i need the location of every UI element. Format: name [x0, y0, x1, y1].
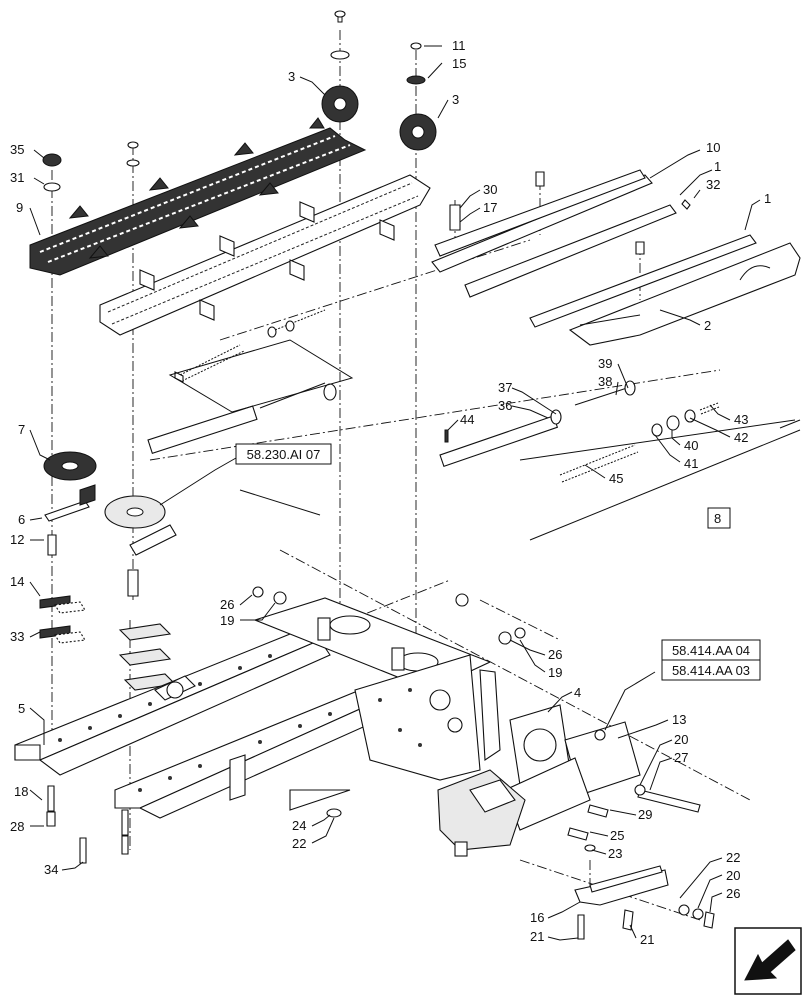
callout-2: 2	[704, 318, 711, 333]
callout-26: 26	[548, 647, 562, 662]
callout-21: 21	[640, 932, 654, 947]
callout-19: 19	[220, 613, 234, 628]
callout-26: 26	[220, 597, 234, 612]
leader-lines	[29, 45, 761, 941]
callout-39: 39	[598, 356, 612, 371]
callout-42: 42	[734, 430, 748, 445]
callout-22: 22	[726, 850, 740, 865]
callout-13: 13	[672, 712, 686, 727]
callout-14: 14	[10, 574, 24, 589]
assembly-box-8[interactable]	[707, 507, 731, 529]
callout-36: 36	[498, 398, 512, 413]
callout-34: 34	[44, 862, 58, 877]
callout-1: 1	[764, 191, 771, 206]
callout-22: 22	[292, 836, 306, 851]
callout-12: 12	[10, 532, 24, 547]
callout-11: 11	[452, 38, 466, 53]
callout-16: 16	[530, 910, 544, 925]
callout-10: 10	[706, 140, 720, 155]
lower-chain	[99, 174, 431, 336]
callout-20: 20	[726, 868, 740, 883]
callout-32: 32	[706, 177, 720, 192]
sprocket-lower-left	[43, 451, 97, 481]
mount-bracket	[574, 865, 715, 940]
upper-chain	[29, 117, 367, 276]
callout-17: 17	[483, 200, 497, 215]
springs-shafts	[147, 309, 720, 483]
callout-15: 15	[452, 56, 466, 71]
callout-27: 27	[674, 750, 688, 765]
callout-labels: 11 15 3 3 35 31 9 10 1 32 30 17 1 2 39 3…	[10, 38, 771, 947]
bolts-bottom	[46, 534, 701, 864]
callout-20: 20	[674, 732, 688, 747]
callout-28: 28	[10, 819, 24, 834]
callout-19: 19	[548, 665, 562, 680]
ref-label-1: 58.230.AI 07	[247, 447, 321, 462]
callout-23: 23	[608, 846, 622, 861]
callout-30: 30	[483, 182, 497, 197]
main-frame	[14, 597, 501, 819]
callout-37: 37	[498, 380, 512, 395]
reference-58-414-03[interactable]: 58.414.AA 03	[661, 659, 761, 681]
callout-33: 33	[10, 629, 24, 644]
gearbox	[437, 721, 641, 857]
ref-label-2: 58.414.AA 04	[672, 643, 750, 658]
spring-box-outline	[168, 339, 801, 541]
callout-5: 5	[18, 701, 25, 716]
callout-26: 26	[726, 886, 740, 901]
sprocket-lower-mid	[104, 495, 166, 529]
callout-6: 6	[18, 512, 25, 527]
callout-3: 3	[288, 69, 295, 84]
nuts-washers-left	[42, 141, 140, 597]
reference-58-414-04[interactable]: 58.414.AA 04	[661, 639, 761, 661]
callout-8: 8	[714, 511, 721, 526]
callout-40: 40	[684, 438, 698, 453]
reference-58-230[interactable]: 58.230.AI 07	[235, 443, 332, 465]
callout-29: 29	[638, 807, 652, 822]
callout-43: 43	[734, 412, 748, 427]
callout-45: 45	[609, 471, 623, 486]
callout-18: 18	[14, 784, 28, 799]
ref-label-3: 58.414.AA 03	[672, 663, 750, 678]
callout-7: 7	[18, 422, 25, 437]
callout-24: 24	[292, 818, 306, 833]
callout-31: 31	[10, 170, 24, 185]
sprocket-top-right	[399, 42, 437, 151]
callout-3: 3	[452, 92, 459, 107]
callout-25: 25	[610, 828, 624, 843]
callout-44: 44	[460, 412, 474, 427]
callout-41: 41	[684, 456, 698, 471]
guide-rails	[431, 169, 801, 346]
callout-4: 4	[574, 685, 581, 700]
callout-38: 38	[598, 374, 612, 389]
callout-21: 21	[530, 929, 544, 944]
view-direction-arrow-icon	[734, 927, 802, 995]
callout-9: 9	[16, 200, 23, 215]
callout-35: 35	[10, 142, 24, 157]
sprocket-top-left	[321, 10, 359, 123]
callout-1: 1	[714, 159, 721, 174]
wear-plates-left	[39, 484, 177, 691]
